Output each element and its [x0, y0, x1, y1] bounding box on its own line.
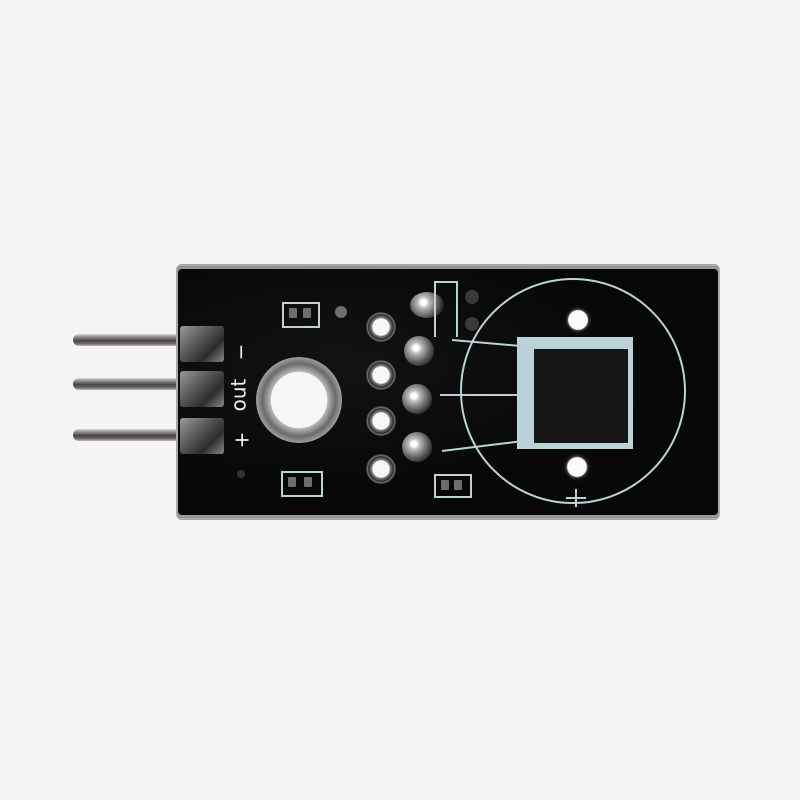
sensor-outline-circle	[460, 278, 686, 504]
header-pad-vcc	[180, 418, 224, 454]
pin-label-vcc: +	[229, 431, 254, 449]
header-pin-vcc	[73, 429, 185, 441]
sensor-mount-hole-bottom	[562, 452, 592, 482]
mounting-hole	[256, 357, 342, 443]
solder-joint-4	[402, 432, 432, 462]
header-pin-out	[73, 378, 185, 390]
solder-joint-3	[402, 384, 432, 414]
header-pad-ground	[180, 326, 224, 362]
polarity-plus-mark	[566, 489, 586, 507]
smd-footprint-bottom-left	[281, 471, 323, 497]
silkscreen-bracket	[434, 281, 458, 337]
through-hole-2	[366, 360, 396, 390]
smd-footprint-top-left	[282, 302, 320, 328]
sensor-mount-hole-top	[563, 305, 593, 335]
pin-label-out: out	[226, 378, 251, 412]
smd-footprint-bottom-right	[434, 474, 472, 498]
via-dark-bottom	[465, 317, 479, 331]
solder-joint-2	[404, 336, 434, 366]
trace-2	[440, 394, 518, 396]
through-hole-1	[366, 312, 396, 342]
through-hole-3	[366, 406, 396, 436]
sensor-chip	[534, 349, 628, 443]
pin-label-ground: −	[228, 343, 253, 361]
header-pad-out	[180, 371, 224, 407]
header-pin-ground	[73, 334, 185, 346]
solder-joint-1	[410, 292, 444, 318]
through-hole-4	[366, 454, 396, 484]
test-point-small	[237, 470, 245, 478]
via-dark-top	[465, 290, 479, 304]
test-point	[335, 306, 347, 318]
